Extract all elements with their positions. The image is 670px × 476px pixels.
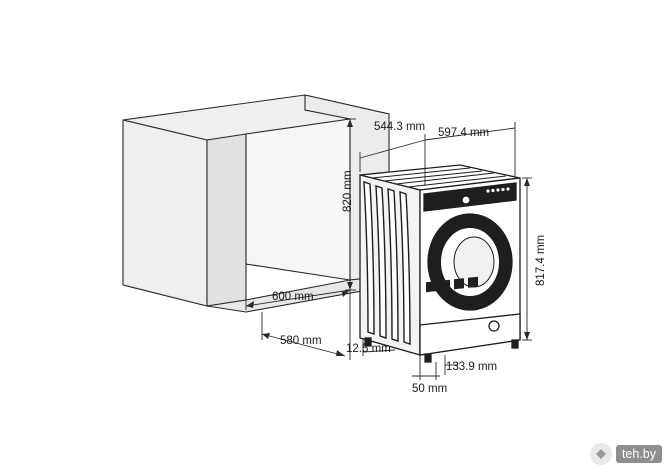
- label-feet-offset: 12.5 mm: [346, 343, 391, 355]
- plinth-vents: [426, 276, 478, 293]
- dimension-arrows: [246, 119, 530, 356]
- teh-by-logo-icon: [589, 443, 612, 465]
- watermark-text: teh.by: [615, 445, 662, 463]
- label-height-cabinet: 820 mm: [342, 170, 354, 212]
- foot-front: [424, 353, 432, 363]
- program-dial-icon: [461, 195, 471, 205]
- label-plinth-height: 133.9 mm: [446, 361, 497, 373]
- foot-right: [511, 339, 519, 349]
- label-width-total: 597.4 mm: [438, 127, 489, 139]
- watermark: teh.by: [589, 443, 662, 465]
- label-door-offset: 50 mm: [412, 383, 447, 395]
- machine-top-ribs: [371, 167, 507, 188]
- drain-filter-icon: [488, 320, 500, 332]
- dimension-lines: [245, 118, 532, 380]
- label-height-machine: 817.4 mm: [535, 235, 547, 286]
- foot-left: [364, 337, 372, 347]
- washing-machine: [359, 164, 521, 363]
- label-depth-top: 544.3 mm: [374, 121, 425, 133]
- label-niche-width: 600 mm: [272, 291, 314, 303]
- control-buttons: [486, 187, 510, 193]
- label-niche-depth: 580 mm: [280, 335, 322, 347]
- side-panel-ribs: [363, 181, 411, 345]
